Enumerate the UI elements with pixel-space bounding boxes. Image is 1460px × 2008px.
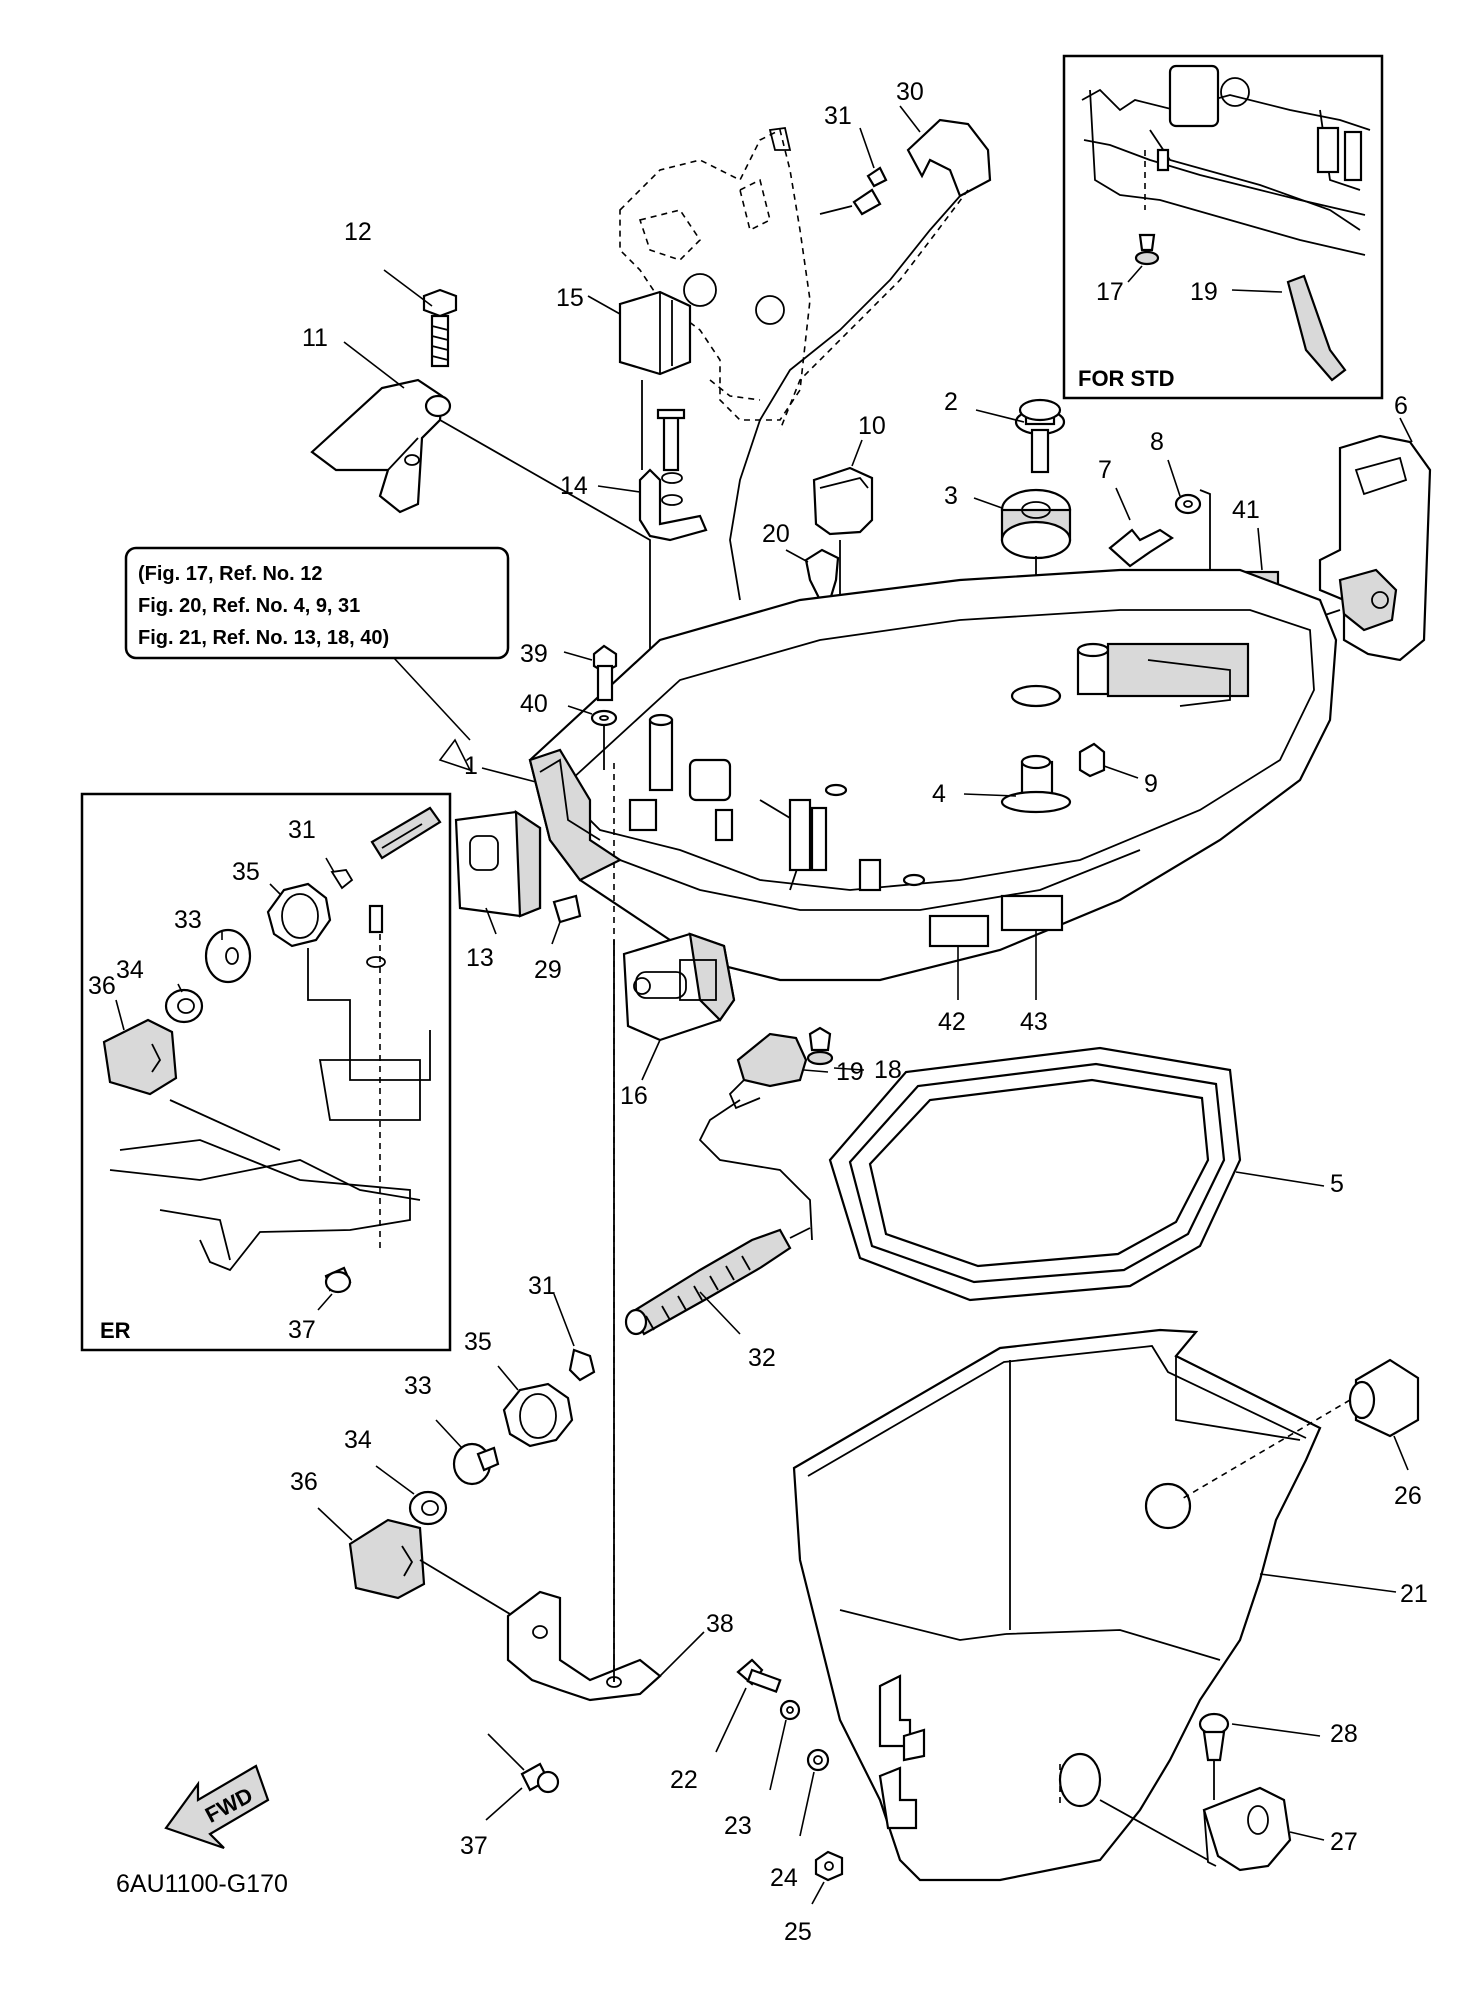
lower-cowling-21: 21	[792, 1328, 1428, 1882]
callout-25: 25	[784, 1918, 812, 1946]
callout-37-bottom: 37	[460, 1832, 488, 1860]
callout-28: 28	[1330, 1720, 1358, 1748]
callout-15: 15	[556, 284, 584, 312]
callout-3: 3	[944, 482, 958, 510]
reference-line-3: Fig. 21, Ref. No. 13, 18, 40)	[138, 627, 389, 649]
bracket-38: 38 37	[460, 760, 734, 1860]
callout-38: 38	[706, 1610, 734, 1638]
callout-6: 6	[1394, 392, 1408, 420]
callout-21: 21	[1400, 1580, 1428, 1608]
callout-41: 41	[1232, 496, 1260, 524]
reference-note: (Fig. 17, Ref. No. 12 Fig. 20, Ref. No. …	[124, 546, 510, 772]
callout-32: 32	[748, 1344, 776, 1372]
part-16: 16	[620, 932, 736, 1110]
inset-std-title: FOR STD	[1078, 366, 1175, 391]
callout-1: 1	[464, 752, 478, 780]
parts-13-29: 13 29	[454, 809, 582, 984]
hose-30: 30 31	[729, 78, 992, 601]
fwd-arrow-icon: FWD	[164, 1764, 270, 1850]
parts-15-14: 15 14	[556, 284, 708, 542]
callout-10: 10	[858, 412, 886, 440]
callout-7: 7	[1098, 456, 1112, 484]
callout-43: 43	[1020, 1008, 1048, 1036]
callout-9: 9	[1144, 770, 1158, 798]
callout-14: 14	[560, 472, 588, 500]
callout-er-31: 31	[288, 816, 316, 844]
reference-line-1: (Fig. 17, Ref. No. 12	[138, 563, 322, 585]
callout-39: 39	[520, 640, 548, 668]
callout-er-36: 36	[88, 972, 116, 1000]
callout-2: 2	[944, 388, 958, 416]
parts-39-40: 39 40	[520, 640, 618, 770]
callout-16: 16	[620, 1082, 648, 1110]
callout-20: 20	[762, 520, 790, 548]
callout-24: 24	[770, 1864, 798, 1892]
callout-19: 19	[836, 1058, 864, 1086]
inset-er-title: ER	[100, 1318, 131, 1343]
callout-er-37: 37	[288, 1316, 316, 1344]
callout-13: 13	[466, 944, 494, 972]
callout-29: 29	[534, 956, 562, 984]
bottom-cowling-1: 1 4 9 42 43	[464, 568, 1338, 1036]
callout-23: 23	[724, 1812, 752, 1840]
inset-er: 31 35 33 34 36 37 ER	[80, 792, 452, 1352]
callout-34-bottom: 34	[344, 1426, 372, 1454]
callout-12: 12	[344, 218, 372, 246]
callout-26: 26	[1394, 1482, 1422, 1510]
engine-outline	[619, 126, 811, 421]
parts-18-19: 18 19	[698, 1026, 902, 1241]
callout-18: 18	[874, 1056, 902, 1084]
callout-er-35: 35	[232, 858, 260, 886]
callout-36-bottom: 36	[290, 1468, 318, 1496]
callout-4: 4	[932, 780, 946, 808]
callout-42: 42	[938, 1008, 966, 1036]
callout-31-top: 31	[824, 102, 852, 130]
parts-28-27: 28 27	[1099, 1712, 1358, 1872]
callout-33-bottom: 33	[404, 1372, 432, 1400]
callout-22: 22	[670, 1766, 698, 1794]
cable-32: 32	[624, 1227, 811, 1372]
callout-std-17: 17	[1096, 278, 1124, 306]
parts-33-34-36-bottom: 33 34 36	[290, 1372, 531, 1627]
callout-27: 27	[1330, 1828, 1358, 1856]
part-code: 6AU1100-G170	[116, 1870, 288, 1898]
callout-35-bottom: 35	[464, 1328, 492, 1356]
part-26: 26	[1179, 1358, 1422, 1510]
callout-er-34: 34	[116, 956, 144, 984]
callout-31-bottom: 31	[528, 1272, 556, 1300]
reference-line-2: Fig. 20, Ref. No. 4, 9, 31	[138, 595, 360, 617]
callout-8: 8	[1150, 428, 1164, 456]
callout-40: 40	[520, 690, 548, 718]
callout-11: 11	[302, 324, 328, 352]
callout-std-19: 19	[1190, 278, 1218, 306]
callout-30: 30	[896, 78, 924, 106]
inset-for-std: 17 19 FOR STD	[1062, 54, 1384, 400]
bracket-11: 12 11	[302, 218, 651, 720]
callout-5: 5	[1330, 1170, 1344, 1198]
seal-5: 5	[828, 1046, 1344, 1302]
callout-er-33: 33	[174, 906, 202, 934]
parts-31-35-bottom: 31 35	[464, 1272, 596, 1448]
parts-22-25: 22 23 24 25	[670, 1658, 844, 1946]
